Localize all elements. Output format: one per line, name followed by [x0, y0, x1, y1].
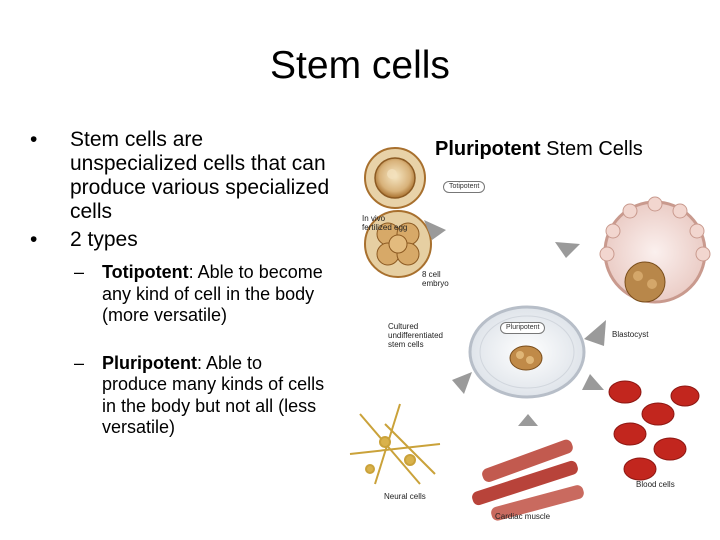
- term-totipotent: Totipotent: [102, 262, 189, 282]
- pluripotent-stem-cell-diagram: Pluripotent Stem Cells Totipotent In viv…: [340, 124, 720, 540]
- term-pluripotent: Pluripotent: [102, 352, 197, 373]
- sub-bullet-pluripotent: – Pluripotent: Able to produce many kind…: [30, 353, 330, 439]
- bullet-symbol: •: [30, 228, 38, 251]
- definition-totipotent: : Able to become any kind of cell in the…: [102, 262, 323, 325]
- bullet-symbol: •: [30, 128, 38, 151]
- label-cultured-stem-cells: Cultured undifferentiated stem cells: [388, 322, 444, 349]
- diagram-heading-rest: Stem Cells: [540, 138, 643, 160]
- label-neural-cells: Neural cells: [384, 492, 426, 501]
- diagram-heading-bold: Pluripotent: [435, 138, 541, 160]
- process-arrows: [424, 220, 606, 426]
- culture-dish: [468, 305, 586, 399]
- bullet-list: • Stem cells are unspecialized cells tha…: [30, 128, 330, 439]
- label-cardiac-muscle: Cardiac muscle: [495, 512, 551, 521]
- neural-cells: [349, 403, 441, 485]
- dash-symbol: –: [74, 352, 85, 373]
- label-blastocyst: Blastocyst: [612, 330, 649, 339]
- blood-cells: [608, 380, 700, 481]
- sub-bullet-totipotent: – Totipotent: Able to become any kind of…: [30, 262, 330, 327]
- label-eight-cell-embryo: 8 cell embryo: [422, 270, 449, 288]
- definition-pluripotent: : Able to produce many kinds of cells in…: [102, 352, 325, 438]
- dash-symbol: –: [74, 262, 85, 282]
- bullet-item-definition: • Stem cells are unspecialized cells tha…: [30, 128, 330, 224]
- diagram-illustration: [349, 147, 711, 521]
- bullet-text: Stem cells are unspecialized cells that …: [70, 128, 330, 223]
- label-fertilized-egg: In vivo fertilized egg: [362, 214, 408, 232]
- cardiac-muscle: [472, 439, 584, 521]
- bullet-text: 2 types: [70, 228, 138, 251]
- blastocyst: [599, 196, 711, 304]
- bullet-item-types: • 2 types: [30, 228, 330, 252]
- label-totipotent-tag: Totipotent: [443, 181, 486, 193]
- fertilized-egg-cell: [364, 147, 426, 209]
- diagram-heading: Pluripotent Stem Cells: [435, 138, 643, 161]
- slide-title: Stem cells: [270, 44, 450, 87]
- label-pluripotent-tag: Pluripotent: [500, 322, 546, 334]
- label-blood-cells: Blood cells: [636, 480, 675, 489]
- eight-cell-embryo: [364, 210, 432, 278]
